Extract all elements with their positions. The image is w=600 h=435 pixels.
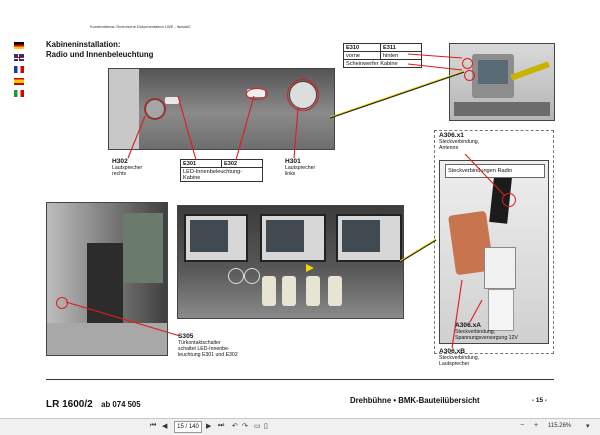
line-h302 (127, 115, 146, 159)
line-a306xa (469, 299, 483, 323)
zoom-out-icon[interactable]: − (520, 422, 525, 429)
footer-page-number: - 15 - (532, 397, 547, 404)
line-a306x1 (464, 153, 506, 197)
single-page-view-icon[interactable]: ▭ (254, 423, 261, 430)
label-h301: H301 Lautsprecher links (285, 158, 316, 178)
flag-it-icon[interactable] (14, 90, 24, 97)
title-line-2: Radio und Innenbeleuchtung (46, 50, 154, 59)
line-h301 (293, 107, 299, 159)
flag-de-icon[interactable] (14, 42, 24, 49)
cabin-ceiling-photo (108, 68, 335, 150)
next-page-icon[interactable]: ▶ (206, 423, 212, 430)
label-a306x1: A306.x1 Steckverbindung, Antenne (439, 132, 480, 152)
page-number-input[interactable]: 15 / 140 (174, 421, 202, 433)
label-h302: H302 Lautsprecher rechts (112, 158, 143, 178)
flag-en-icon[interactable] (14, 54, 24, 61)
line-e301 (177, 95, 197, 161)
line-a306xb (451, 279, 463, 349)
label-a306xa: A306.xA Steckverbindung, Spannungsversor… (455, 322, 518, 342)
zoom-dropdown-icon[interactable]: ▾ (586, 423, 590, 430)
link-line-dashboard-radio (399, 239, 437, 263)
label-a306xb: A306.xB Steckverbindung, Lautsprecher (439, 348, 480, 368)
label-s305: S305 Türkontaktschalter schaltet LED-Inn… (178, 333, 238, 359)
cabin-door-photo (46, 202, 168, 356)
footer-model-block: LR 1600/2 ab 074 505 (46, 394, 141, 412)
two-page-view-icon[interactable]: ▯ (264, 423, 268, 430)
footer-serial: ab 074 505 (101, 400, 141, 409)
zoom-in-icon[interactable]: + (534, 422, 539, 429)
page-title: Kabineninstallation: Radio und Innenbele… (46, 40, 153, 60)
first-page-icon[interactable]: ⏮ (150, 422, 157, 429)
radio-connector-photo (439, 160, 549, 344)
pdf-viewer-toolbar: ⏮ ◀ 15 / 140 ▶ ⏭ ↶ ↷ ▭ ▯ − + 115.26% ▾ (0, 418, 600, 435)
title-line-1: Kabineninstallation: (46, 40, 121, 49)
headlight-table: E310 E311 vorne hinten Scheinwerfer Kabi… (343, 43, 422, 68)
line-s305 (65, 301, 181, 337)
led-table: E301 E302 LED-Innenbeleuchtung- Kabine (180, 159, 263, 182)
prev-page-icon[interactable]: ◀ (162, 423, 168, 430)
dashboard-photo (177, 205, 404, 319)
flag-es-icon[interactable] (14, 78, 24, 85)
footer-section: Drehbühne • BMK-Bauteilübersicht (350, 396, 480, 405)
line-e311 (407, 63, 463, 71)
table-caption: Scheinwerfer Kabine (343, 59, 422, 68)
forward-icon[interactable]: ↷ (242, 423, 248, 430)
footer-model: LR 1600/2 (46, 399, 93, 410)
flag-fr-icon[interactable] (14, 66, 24, 73)
back-icon[interactable]: ↶ (232, 423, 238, 430)
radio-detail-frame (434, 130, 554, 354)
link-line-ceiling-crane (329, 71, 465, 119)
label-steckverbindungen-radio: Steckverbindungen Radio (445, 164, 545, 178)
zoom-level[interactable]: 115.26% (548, 423, 572, 429)
line-e302 (235, 95, 255, 161)
footer-rule (46, 379, 554, 380)
line-e310 (407, 53, 463, 59)
header-note: Kundendienst-Technische Dokumentation LW… (90, 24, 191, 29)
last-page-icon[interactable]: ⏭ (218, 422, 225, 429)
crane-cab-photo (449, 43, 555, 121)
led-caption: LED-Innenbeleuchtung- Kabine (180, 167, 263, 182)
